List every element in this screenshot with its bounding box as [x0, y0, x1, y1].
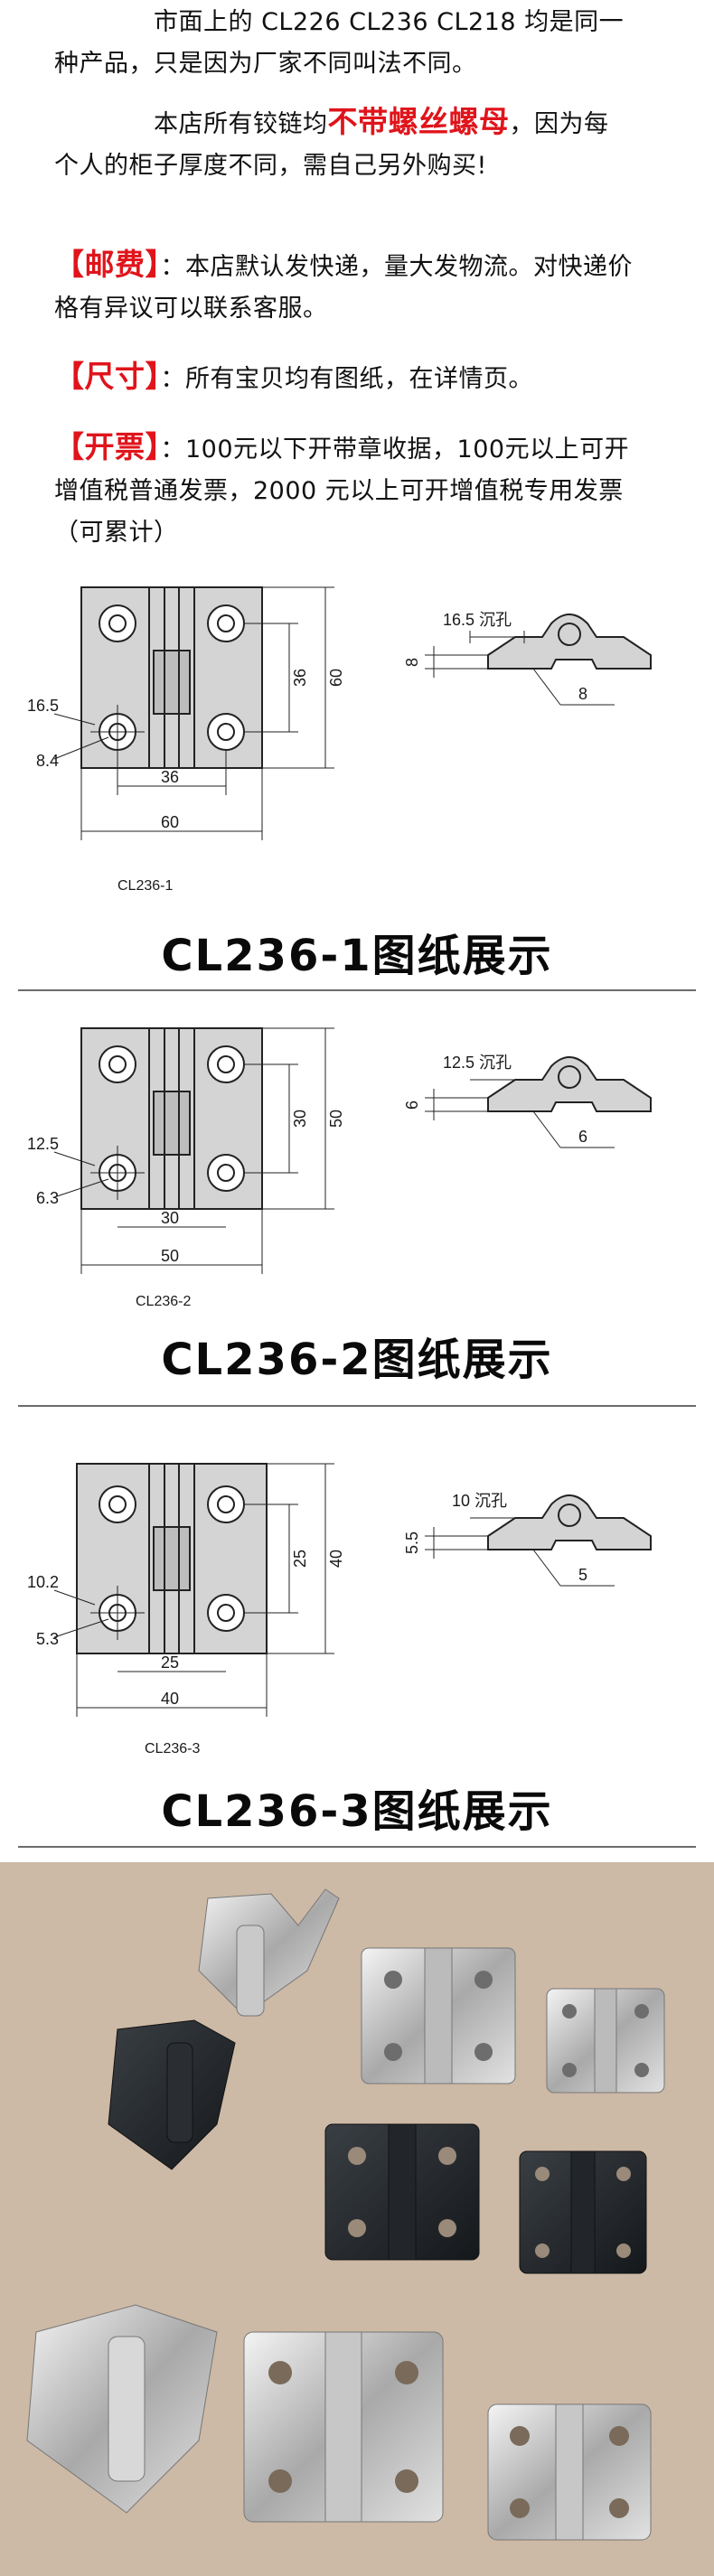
technical-drawing-3: 25 40 25 40 10.2 5.3 CL236-3 10 沉孔 5.5 5 [27, 1463, 652, 1756]
depth-label: 6 [578, 1128, 587, 1146]
countersink-label: 12.5 沉孔 [443, 1054, 512, 1072]
note-shipping: 【邮费】：本店默认发快递，量大发物流。对快递价格有异议可以联系客服。 [54, 247, 633, 323]
hinge-chrome-angled-large [26, 2304, 218, 2514]
hole-inner-label: 8.4 [36, 752, 59, 770]
countersink-label: 10 沉孔 [452, 1492, 507, 1510]
height-inner-label: 25 [291, 1550, 309, 1568]
drawing-caption-3: CL236-3图纸展示 [161, 1786, 553, 1837]
drawing-caption-1: CL236-1图纸展示 [161, 931, 553, 981]
model-label: CL236-1 [117, 878, 173, 894]
hinge-steel-small [546, 1988, 665, 2094]
divider-2 [18, 1405, 696, 1407]
width-outer-label: 40 [161, 1690, 179, 1708]
height-outer-label: 60 [327, 669, 345, 687]
height-outer-label: 50 [327, 1110, 345, 1128]
height-outer-label: 40 [327, 1550, 345, 1568]
width-inner-label: 30 [161, 1209, 179, 1227]
note-no-screws: 本店所有铰链均不带螺丝螺母，因为每个人的柜子厚度不同，需自己另外购买! [54, 104, 609, 180]
drawing-section-2: 30 50 30 50 12.5 6.3 CL236-2 12.5 沉孔 6 6… [0, 1003, 714, 1410]
depth-label: 5 [578, 1566, 587, 1584]
hole-outer-label: 12.5 [27, 1135, 59, 1153]
model-label: CL236-2 [136, 1294, 191, 1309]
thickness-label: 6 [403, 1101, 421, 1110]
thickness-label: 8 [403, 658, 421, 667]
hinge-black-small [519, 2150, 647, 2274]
no-screws-highlight: 不带螺丝螺母 [327, 104, 510, 139]
width-inner-label: 36 [161, 768, 179, 786]
divider-1 [18, 989, 696, 991]
drawing-caption-2: CL236-2图纸展示 [161, 1335, 553, 1385]
hinge-steel-large-angled [198, 1888, 340, 2017]
technical-drawing-2: 30 50 30 50 12.5 6.3 CL236-2 12.5 沉孔 6 6 [27, 1027, 652, 1309]
hole-outer-label: 10.2 [27, 1573, 59, 1591]
hole-inner-label: 5.3 [36, 1630, 59, 1648]
width-outer-label: 60 [161, 813, 179, 831]
divider-3 [18, 1846, 696, 1848]
thickness-label: 5.5 [403, 1532, 421, 1554]
shipping-label: 【邮费】 [54, 247, 161, 282]
hole-inner-label: 6.3 [36, 1189, 59, 1207]
hinge-steel-medium [361, 1947, 516, 2084]
hinge-black-medium [324, 2123, 480, 2261]
drawing-section-1: 36 60 36 60 16.5 8.4 CL236-1 16.5 沉孔 8 8… [0, 569, 714, 994]
width-outer-label: 50 [161, 1247, 179, 1265]
model-label: CL236-3 [145, 1741, 200, 1756]
size-label: 【尺寸】 [54, 359, 161, 394]
hole-outer-label: 16.5 [27, 697, 59, 715]
invoice-label: 【开票】 [54, 429, 161, 464]
countersink-label: 16.5 沉孔 [443, 611, 512, 629]
note-invoice: 【开票】：100元以下开带章收据，100元以上可开增值税普通发票，2000 元以… [54, 429, 630, 547]
product-photo [0, 1862, 714, 2576]
hinge-black-angled [108, 2019, 236, 2170]
technical-drawing-1: 36 60 36 60 16.5 8.4 CL236-1 16.5 沉孔 8 8 [27, 586, 652, 894]
hinge-chrome-medium [243, 2331, 444, 2523]
drawing-section-3: 25 40 25 40 10.2 5.3 CL236-3 10 沉孔 5.5 5… [0, 1428, 714, 1848]
hinge-chrome-small [487, 2403, 652, 2541]
height-inner-label: 30 [291, 1110, 309, 1128]
note-same-product: 市面上的 CL226 CL236 CL218 均是同一种产品，只是因为厂家不同叫… [54, 8, 625, 78]
width-inner-label: 25 [161, 1653, 179, 1672]
height-inner-label: 36 [291, 669, 309, 687]
depth-label: 8 [578, 685, 587, 703]
note-size: 【尺寸】：所有宝贝均有图纸，在详情页。 [54, 359, 533, 394]
